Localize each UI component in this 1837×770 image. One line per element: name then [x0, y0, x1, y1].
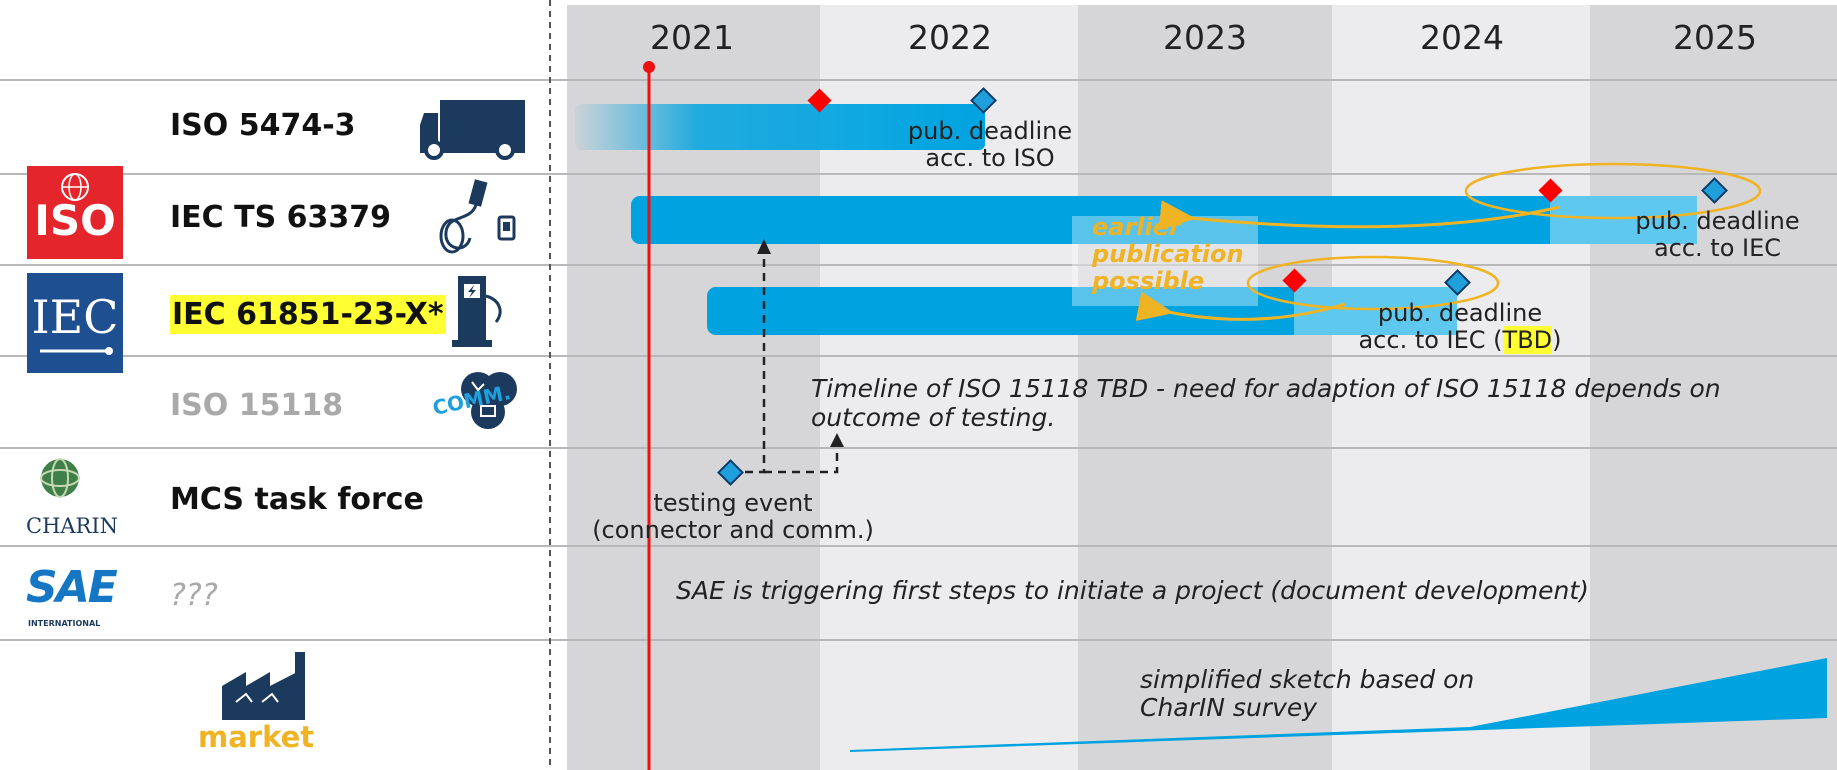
market-growth-wedge — [850, 658, 1827, 752]
year-label-2024: 2024 — [1420, 18, 1504, 57]
deadline-diamond-iec63379 — [1701, 177, 1728, 204]
row-separators — [0, 79, 1837, 641]
year-label-2021: 2021 — [650, 18, 734, 57]
row-label-iso-15118: ISO 15118 — [170, 388, 344, 423]
iso-logo — [27, 166, 123, 259]
arrowhead-to-iso15118 — [830, 433, 844, 447]
earlier-publication-box — [1072, 216, 1258, 306]
bar-iec-61851-23-x — [707, 287, 1457, 335]
charin-logo-text: CHARIN — [26, 514, 119, 538]
charin-logo — [40, 458, 80, 498]
iec63379-deadline-label: pub. deadline acc. to IEC — [1635, 207, 1800, 262]
testing-event-label: testing event (connector and comm.) — [592, 489, 874, 544]
iec61851-window-ellipse — [1246, 255, 1500, 311]
milestone-red-iec63379 — [1538, 178, 1563, 203]
deadline-diamond-iec61851 — [1444, 269, 1471, 296]
earlier-arrow-iec61851 — [1135, 291, 1346, 321]
iec-logo — [27, 273, 123, 373]
row-label-mcs-task-force: MCS task force — [170, 482, 424, 517]
communication-icon — [461, 372, 517, 429]
iso15118-timeline-note: Timeline of ISO 15118 TBD - need for ada… — [811, 374, 1721, 432]
deadline-diamond-iso5474 — [970, 87, 997, 114]
arrowhead-to-iec63379 — [757, 239, 771, 254]
iec61851-deadline-label: pub. deadline acc. to IEC (TBD) — [1358, 299, 1562, 354]
iso5474-deadline-label: pub. deadline acc. to ISO — [907, 117, 1073, 172]
sae-logo-text: SAE — [26, 562, 118, 613]
iec63379-window-ellipse — [1464, 162, 1762, 220]
tbd-highlight: TBD — [1502, 326, 1553, 354]
year-label-2022: 2022 — [908, 18, 992, 57]
sae-logo-subtext: INTERNATIONAL — [28, 619, 101, 628]
earlier-arrow-iec63379 — [1158, 200, 1561, 231]
factory-icon — [222, 652, 305, 720]
iec-logo-text: IEC — [31, 290, 119, 344]
iso-logo-text: ISO — [34, 196, 116, 245]
testing-dependency-arrows — [745, 246, 839, 474]
year-column-2023 — [1078, 5, 1332, 770]
row-label-iso-5474-3: ISO 5474-3 — [170, 108, 356, 143]
milestone-red-iec61851 — [1282, 268, 1307, 293]
charging-cable-icon — [439, 179, 516, 254]
today-marker — [643, 61, 655, 73]
row-label-iec-ts-63379: IEC TS 63379 — [170, 200, 392, 235]
row-label-unknown: ??? — [170, 578, 218, 613]
testing-event-diamond — [717, 459, 744, 486]
market-sketch-note: simplified sketch based on CharIN survey — [1140, 665, 1475, 722]
year-column-2024 — [1332, 5, 1590, 770]
row-label-iec-61851-23-x: IEC 61851-23-X* — [170, 295, 446, 334]
year-label-2025: 2025 — [1673, 18, 1757, 57]
charging-station-icon — [452, 276, 502, 347]
sae-note: SAE is triggering first steps to initiat… — [676, 576, 1589, 605]
earlier-publication-label: earlier publication possible — [1092, 213, 1244, 295]
bar-iec-ts-63379-extension — [1550, 196, 1697, 244]
truck-icon — [420, 100, 525, 160]
year-column-2025 — [1590, 5, 1837, 770]
bar-iso-5474-3 — [575, 104, 985, 150]
year-label-2023: 2023 — [1163, 18, 1247, 57]
market-logo-text: market — [198, 720, 315, 754]
